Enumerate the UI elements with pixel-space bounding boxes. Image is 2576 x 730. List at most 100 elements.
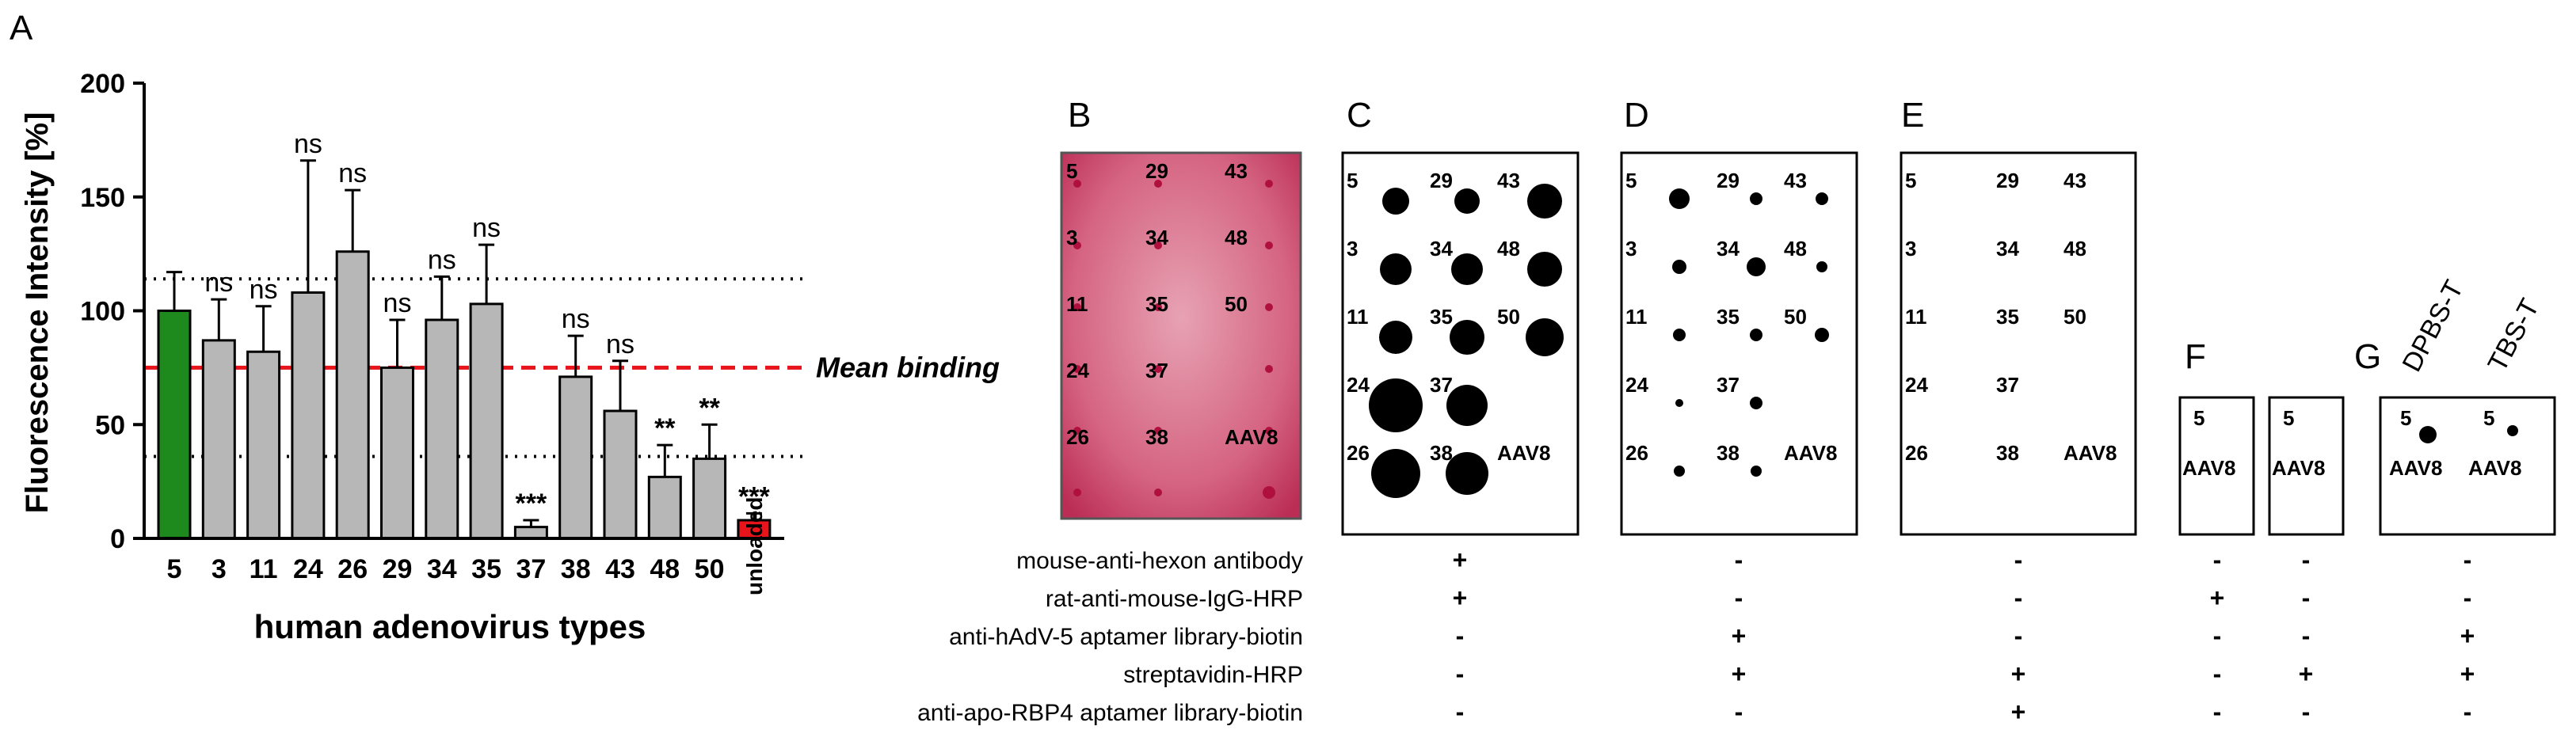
spot-label: 5: [2193, 406, 2204, 430]
conditions-table: mouse-anti-hexon antibody+-----rat-anti-…: [917, 546, 2475, 726]
spot-label: 38: [1430, 441, 1453, 465]
y-tick-label: 50: [95, 410, 125, 440]
spot-label: AAV8: [1784, 441, 1837, 465]
bar: [558, 375, 593, 540]
spot-label: AAV8: [2182, 456, 2235, 480]
spot-label: 34: [1996, 237, 2019, 260]
spot-label: 5: [2283, 406, 2294, 430]
condition-sign: -: [2302, 698, 2311, 726]
spot: [1073, 180, 1081, 188]
condition-sign: -: [1735, 698, 1743, 726]
spot-label: 48: [2063, 237, 2086, 260]
condition-label: rat-anti-mouse-IgG-HRP: [1046, 586, 1303, 612]
spot: [1675, 399, 1683, 407]
spot: [1265, 241, 1273, 249]
spot-label: 5: [1066, 159, 1077, 183]
spot-label: 5: [2400, 406, 2411, 430]
bar-chart: Fluorescence Intensity [%] human adenovi…: [20, 69, 1000, 645]
spot-label: 26: [1066, 425, 1089, 449]
condition-sign: -: [1735, 584, 1743, 612]
spot: [1815, 328, 1829, 342]
spot-label: 11: [1625, 305, 1648, 329]
condition-label: streptavidin-HRP: [1123, 662, 1303, 688]
condition-sign: +: [2299, 660, 2314, 688]
x-tick-label: 5: [167, 554, 182, 584]
bar: [469, 302, 504, 540]
spot: [1526, 318, 1564, 356]
x-tick-label: 34: [427, 554, 457, 584]
membrane-g: 5 AAV8 5 AAV8 DPBS-T TBS-T: [2379, 276, 2556, 536]
spot: [1747, 257, 1766, 276]
condition-sign: -: [2464, 698, 2472, 726]
significance-label: ns: [250, 275, 278, 305]
condition-sign: +: [2011, 660, 2026, 688]
bar: [201, 339, 236, 540]
spot: [1669, 188, 1690, 209]
spot-label: 48: [1497, 237, 1520, 260]
y-tick-label: 200: [80, 69, 125, 99]
spot: [1073, 241, 1081, 249]
x-tick-label: 29: [383, 554, 413, 584]
spot-label: 3: [1347, 237, 1358, 260]
x-tick-label: 50: [695, 554, 725, 584]
spot: [1154, 489, 1162, 496]
significance-label: ns: [294, 129, 322, 159]
x-tick-label: 24: [293, 554, 323, 584]
spot-label: 3: [1905, 237, 1916, 260]
x-axis-title: human adenovirus types: [254, 608, 646, 645]
spot-label: 34: [1430, 237, 1453, 260]
x-tick-label: 38: [561, 554, 591, 584]
significance-label: ns: [562, 304, 590, 334]
spot: [1263, 486, 1275, 499]
spot: [1154, 180, 1162, 188]
bar: [692, 457, 727, 540]
spot-label: 29: [1996, 169, 2019, 192]
spot-label: 50: [1225, 292, 1248, 316]
panel-label-d: D: [1624, 96, 1649, 135]
significance-label: ns: [428, 245, 456, 275]
spot-label: 37: [1996, 373, 2019, 397]
spot-label: AAV8: [2468, 456, 2521, 480]
spot: [1674, 466, 1685, 477]
column-label-tbs-t: TBS-T: [2483, 294, 2546, 377]
bar: [425, 318, 459, 540]
bar: [335, 250, 370, 540]
spot: [1379, 321, 1412, 354]
spot-label: 38: [1145, 425, 1168, 449]
spot-label: 3: [1625, 237, 1637, 260]
spot: [1073, 489, 1081, 496]
significance-label: ns: [338, 158, 367, 188]
spot: [1446, 452, 1488, 495]
bar: [513, 526, 548, 540]
mean-binding-label: Mean binding: [816, 351, 1000, 383]
spot-label: AAV8: [1497, 441, 1550, 465]
x-tick-label: 37: [516, 554, 546, 584]
spot: [1451, 253, 1483, 285]
x-tick-label: unloaded: [742, 497, 767, 595]
spot-label: 11: [1347, 305, 1369, 329]
spot: [1751, 466, 1762, 477]
spot: [1265, 427, 1273, 435]
spot: [1750, 192, 1762, 205]
spot-label: 5: [1347, 169, 1358, 192]
spot: [2419, 426, 2437, 443]
spot-label: 29: [1145, 159, 1168, 183]
spot: [1672, 260, 1686, 274]
panel-label-c: C: [1347, 96, 1372, 135]
condition-sign: -: [1735, 546, 1743, 574]
spot-label: 24: [1066, 359, 1089, 382]
condition-sign: -: [2464, 584, 2472, 612]
spot: [1154, 303, 1162, 311]
condition-sign: -: [2014, 546, 2023, 574]
spot-label: 34: [1717, 237, 1740, 260]
spot-label: 5: [2483, 406, 2494, 430]
spot-label: 50: [1784, 305, 1807, 329]
bar: [647, 475, 682, 540]
spot: [1073, 303, 1081, 311]
bar: [380, 366, 414, 540]
spot: [2507, 425, 2518, 436]
significance-label: ***: [738, 481, 770, 511]
spot-label: 3: [1066, 226, 1077, 249]
condition-sign: +: [1453, 546, 1468, 574]
